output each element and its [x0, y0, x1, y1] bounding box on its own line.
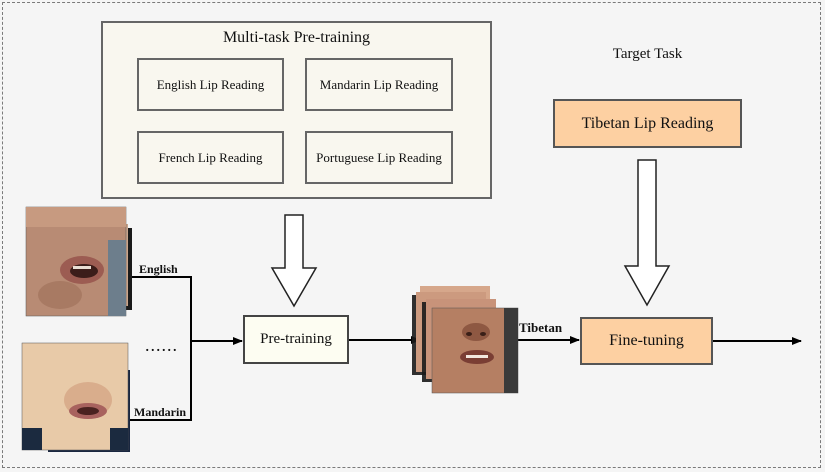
- mandarin-label: Mandarin: [134, 405, 187, 419]
- english-label: English: [139, 262, 178, 276]
- multitask-pretraining-title: Multi-task Pre-training: [222, 29, 371, 46]
- tibetan-lip-reading-box: Tibetan Lip Reading: [553, 99, 742, 148]
- ellipsis-dots: ......: [145, 335, 178, 355]
- english-face-stack: [25, 206, 132, 317]
- task-mandarin-lip-reading: Mandarin Lip Reading: [305, 58, 453, 111]
- target-task-title: Target Task: [612, 46, 683, 62]
- mandarin-face-stack: [21, 342, 130, 452]
- finetuning-box: Fine-tuning: [580, 317, 713, 365]
- tibetan-face-stack: [412, 286, 519, 394]
- pretraining-box: Pre-training: [243, 315, 349, 364]
- mandarin-connector: [129, 341, 192, 421]
- english-connector: [129, 276, 192, 341]
- tibetan-label: Tibetan: [519, 320, 563, 335]
- finetuning-down-arrow: [623, 159, 671, 307]
- task-french-lip-reading: French Lip Reading: [137, 131, 284, 184]
- pretraining-down-arrow: [270, 214, 318, 308]
- task-english-lip-reading: English Lip Reading: [137, 58, 284, 111]
- task-portuguese-lip-reading: Portuguese Lip Reading: [305, 131, 453, 184]
